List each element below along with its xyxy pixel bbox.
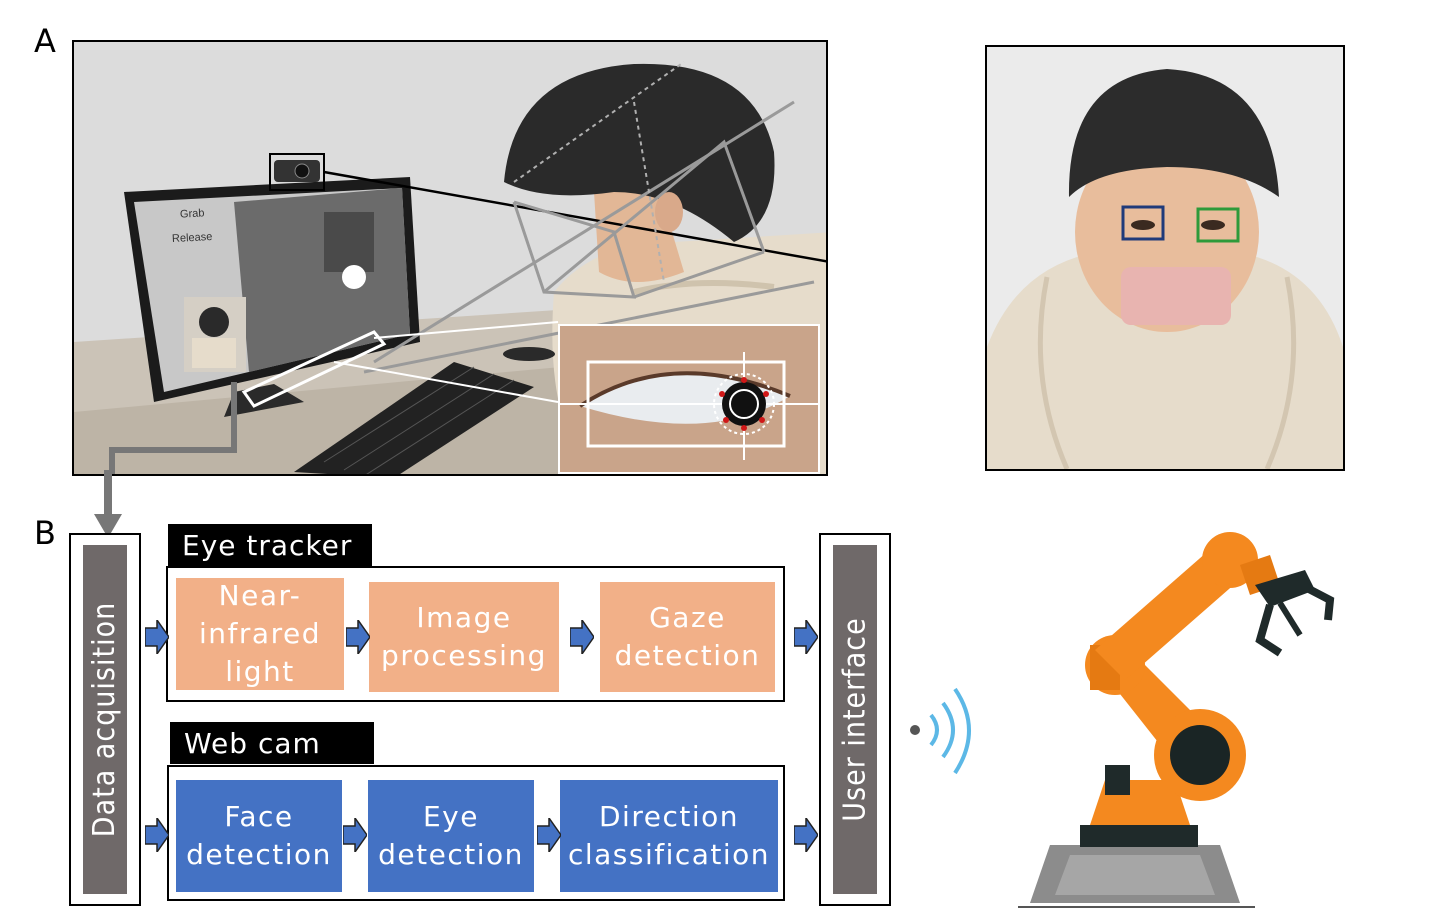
- arrow-icon: [145, 818, 169, 852]
- wireless-signal-icon: [910, 687, 971, 775]
- eye-closeup-icon: [560, 326, 818, 472]
- step-near-infrared-light: Near- infrared light: [176, 578, 344, 690]
- step-image-processing: Image processing: [369, 582, 559, 692]
- monitor-grab-label: Grab: [179, 207, 205, 221]
- step-gaze-detection: Gaze detection: [600, 582, 775, 692]
- setup-photo: Grab Release: [72, 40, 828, 476]
- left-eye-box: [1121, 205, 1165, 241]
- arrow-icon: [794, 620, 818, 654]
- face-illustration: [987, 69, 1343, 469]
- mouth-mask: [1121, 267, 1231, 325]
- data-acquisition-column: Data acquisition: [69, 533, 141, 906]
- panel-label-a: A: [34, 22, 56, 60]
- step-eye-detection: Eye detection: [368, 780, 534, 892]
- arrow-icon: [145, 620, 169, 654]
- arrow-icon: [343, 818, 367, 852]
- user-interface-label: User interface: [837, 617, 873, 822]
- arrow-icon: [570, 620, 594, 654]
- robot-arm-icon: [1018, 532, 1335, 908]
- user-interface-column: User interface: [819, 533, 891, 906]
- right-eye-box: [1196, 207, 1240, 243]
- step-direction-classification: Direction classification: [560, 780, 778, 892]
- step-face-detection: Face detection: [176, 780, 342, 892]
- data-acquisition-label: Data acquisition: [87, 601, 123, 838]
- face-photo: [985, 45, 1345, 471]
- monitor-release-label: Release: [171, 230, 213, 246]
- panel-label-b: B: [34, 514, 56, 552]
- arrow-icon: [346, 620, 370, 654]
- arrow-icon: [537, 818, 561, 852]
- arrow-icon: [794, 818, 818, 852]
- web-cam-title: Web cam: [170, 722, 374, 764]
- down-arrow-icon: [94, 470, 122, 538]
- eye-tracker-title: Eye tracker: [168, 524, 372, 566]
- eye-closeup-inset: [558, 324, 820, 474]
